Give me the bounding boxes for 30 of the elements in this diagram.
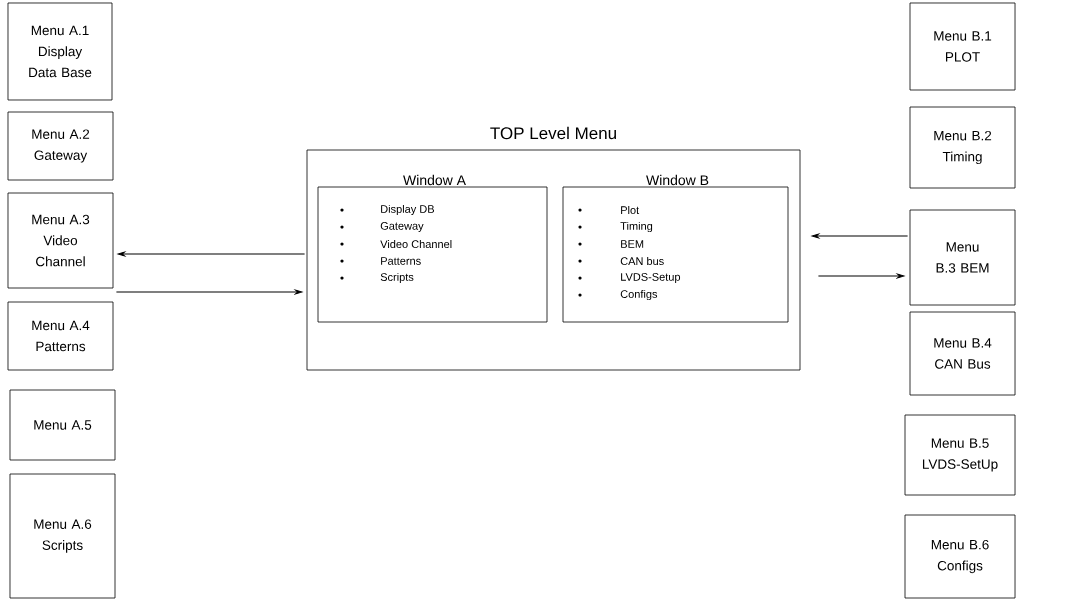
list-item: Configs (620, 289, 658, 301)
menu-box: Menu A.2 Gateway (7, 111, 114, 181)
list-item: Patterns (381, 257, 421, 265)
menu-box: Menu B.4 CAN Bus (909, 311, 1016, 396)
menu-box: Menu B.5 LVDS-SetUp (904, 414, 1016, 496)
menu-box: Menu A.6 Scripts (9, 473, 116, 599)
list-item: Video Channel (380, 239, 452, 249)
menu-box: Menu A.5 (9, 389, 116, 461)
list-item: LVDS-Setup (621, 273, 681, 283)
window-title: Window A (403, 174, 466, 186)
arrow (817, 273, 905, 279)
list-item: Gateway (380, 222, 424, 232)
window-title: Window B (646, 174, 709, 186)
menu-box: Menu B.2 Timing (909, 106, 1016, 189)
list-item: BEM (621, 240, 644, 248)
frame-title: TOP Level Menu (490, 126, 616, 140)
list-item: Scripts (380, 272, 414, 284)
menu-box: Menu B.6 Configs (904, 514, 1016, 599)
list-item: Display DB (381, 204, 434, 216)
menu-box: Menu A.1 Display Data Base (7, 2, 113, 101)
list-item: CAN bus (620, 256, 664, 266)
menu-box: Menu A.3 Video Channel (7, 192, 114, 289)
menu-box: Menu B.3 BEM (909, 209, 1016, 306)
menu-box: Menu A.4 Patterns (7, 301, 114, 371)
list-item: Timing (620, 221, 653, 233)
arrow (811, 233, 909, 239)
menu-box: Menu B.1 PLOT (909, 2, 1016, 91)
list-item: Plot (621, 205, 640, 215)
arrow (117, 251, 306, 257)
arrow (115, 289, 303, 295)
